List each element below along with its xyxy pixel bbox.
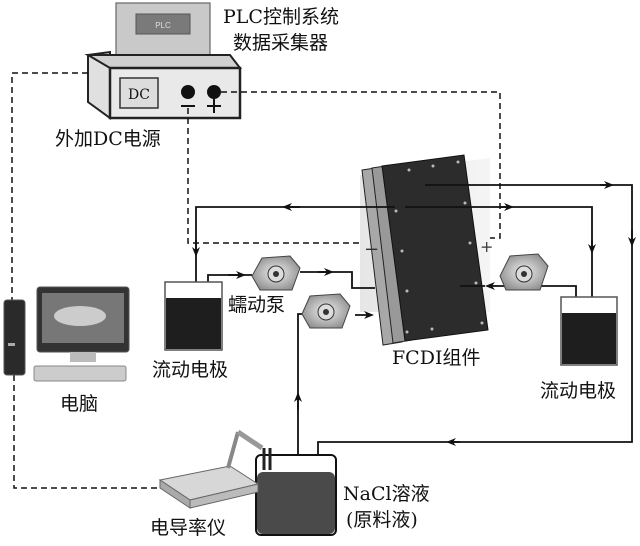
feed-solution-label: (原料液) xyxy=(346,509,418,531)
dc-supply-label: 外加DC电源 xyxy=(55,128,161,150)
fcdi-bolts xyxy=(394,160,484,334)
dc-power-supply: DC xyxy=(84,50,243,120)
conductivity-meter-label: 电导率仪 xyxy=(150,517,227,539)
fcdi-minus-label: − xyxy=(364,239,379,260)
negative-terminal xyxy=(181,85,195,99)
computer xyxy=(3,286,130,382)
wire-dc-to-pc xyxy=(11,72,88,300)
peristaltic-pump-3 xyxy=(499,253,549,291)
pipe-feed-up xyxy=(297,313,315,475)
flow-electrode-tank-left xyxy=(164,281,223,351)
flow-electrode-right-label: 流动电极 xyxy=(540,380,617,402)
pipe-left-electrode-in xyxy=(195,206,395,285)
positive-terminal xyxy=(207,85,221,99)
peristaltic-pump-2 xyxy=(301,293,351,329)
plc-data-collector: PLC xyxy=(115,2,211,58)
flow-electrode-left-label: 流动电极 xyxy=(152,359,229,381)
pump-label: 蠕动泵 xyxy=(228,294,286,316)
computer-label: 电脑 xyxy=(60,393,99,415)
meter-arm xyxy=(236,429,264,451)
fcdi-body xyxy=(381,154,489,342)
dc-badge-text: DC xyxy=(128,87,150,103)
fcdi-module: − + xyxy=(360,154,493,346)
collector-label: 数据采集器 xyxy=(233,32,329,54)
plc-screen xyxy=(135,13,191,35)
meter-stand xyxy=(226,431,240,469)
fcdi-label: FCDI组件 xyxy=(392,347,481,369)
conductivity-meter xyxy=(158,429,272,509)
fcdi-plus-label: + xyxy=(480,237,493,256)
dc-badge xyxy=(119,77,159,109)
pc-keyboard xyxy=(33,365,127,382)
wire-negative xyxy=(187,108,370,244)
pipe-feed-return xyxy=(317,184,633,475)
flow-electrode-tank-right xyxy=(560,296,618,366)
pipe-right-electrode-in xyxy=(405,206,593,330)
peristaltic-pump-1 xyxy=(251,255,301,291)
pc-tower xyxy=(3,299,26,376)
nacl-feed-tank xyxy=(255,454,337,536)
dc-box-top xyxy=(84,54,243,69)
wire-pc-to-meter xyxy=(13,375,160,489)
nacl-label: NaCl溶液 xyxy=(343,483,430,505)
plc-screen-text: PLC xyxy=(155,21,171,30)
plc-label: PLC控制系统 xyxy=(223,6,339,28)
